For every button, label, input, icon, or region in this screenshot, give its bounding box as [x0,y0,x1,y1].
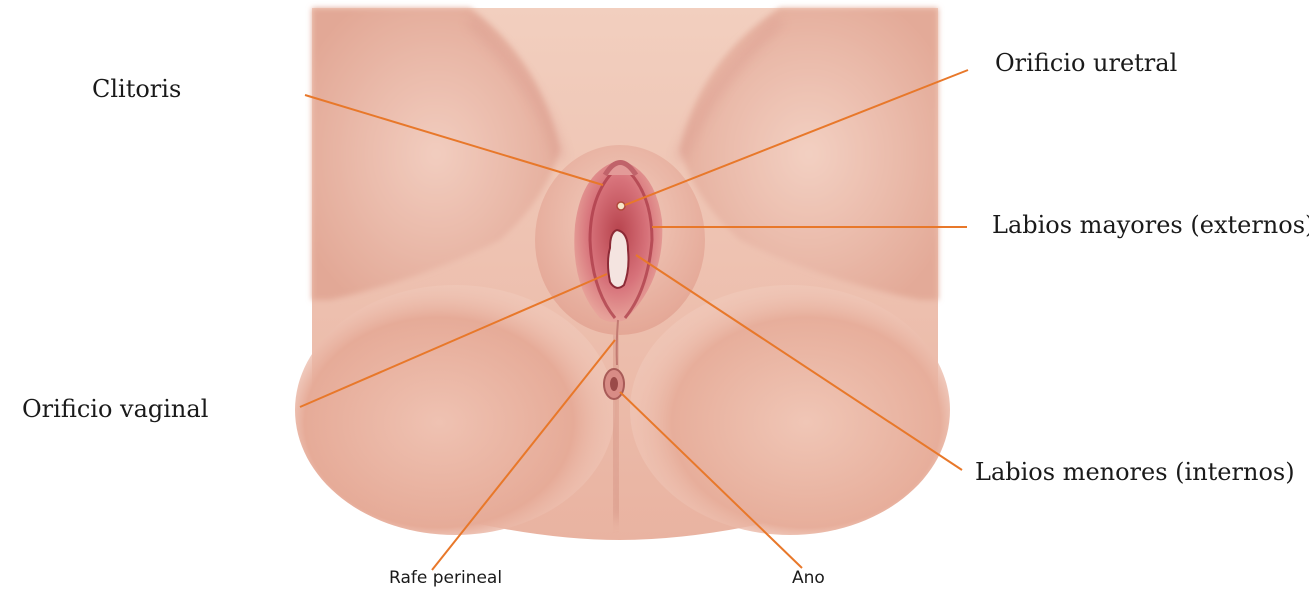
label-labios-menores: Labios menores (internos) [975,460,1295,484]
label-ano: Ano [792,570,825,587]
right-buttock [630,285,950,535]
label-clitoris: Clitoris [92,77,181,101]
label-orificio-vaginal: Orificio vaginal [22,397,208,421]
vaginal-opening [608,230,629,288]
urethral-opening [617,202,625,210]
left-buttock [295,285,615,535]
label-labios-mayores: Labios mayores (externos) [992,213,1309,237]
anatomy-illustration [295,8,950,540]
label-rafe-perineal: Rafe perineal [389,570,502,587]
label-orificio-uretral: Orificio uretral [995,51,1177,75]
